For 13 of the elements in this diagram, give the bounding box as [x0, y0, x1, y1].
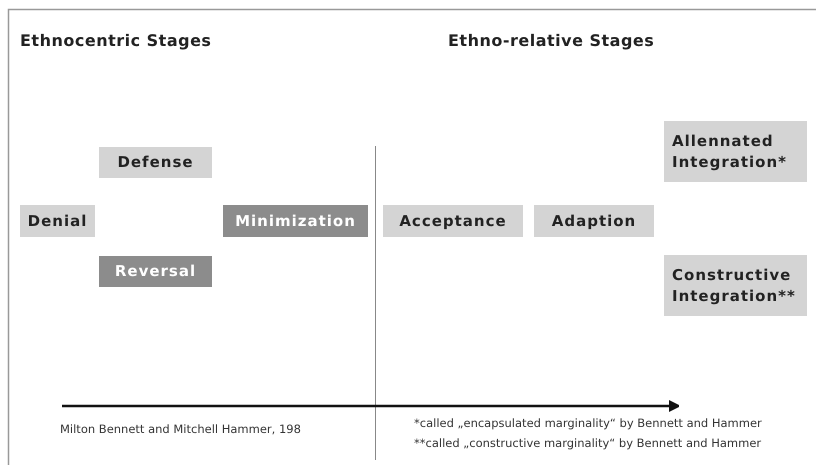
stage-box: Adaption — [534, 205, 654, 237]
source-note: Milton Bennett and Mitchell Hammer, 198 — [60, 422, 301, 436]
section-heading: Ethnocentric Stages — [20, 31, 212, 50]
stage-box: Constructive Integration** — [664, 255, 807, 316]
stage-box: Defense — [99, 147, 212, 178]
section-heading: Ethno-relative Stages — [448, 31, 654, 50]
footnote: *called „encapsulated marginality“ by Bennett and Hammer — [414, 416, 762, 430]
footnote: **called „constructive marginality“ by Bennett and Hammer — [414, 436, 762, 450]
stage-box: Minimization — [223, 205, 368, 237]
stage-box: Reversal — [99, 256, 212, 287]
stage-box: Allennated Integration* — [664, 121, 807, 182]
stage-box: Denial — [20, 205, 95, 237]
stage-box: Acceptance — [383, 205, 523, 237]
